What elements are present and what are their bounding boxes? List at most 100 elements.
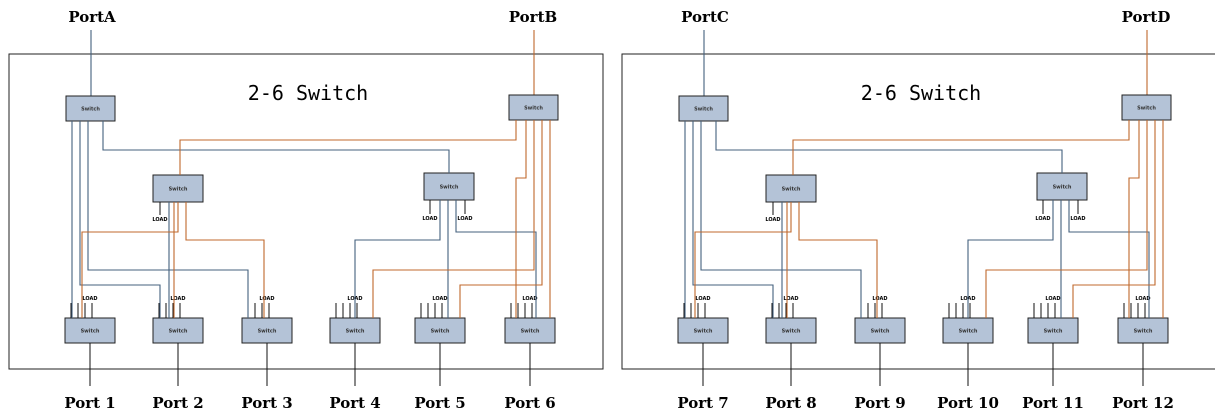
load-label-output-1: LOAD — [82, 296, 97, 302]
panel-frame — [8, 53, 604, 370]
output-switch-2: Switch — [765, 317, 817, 344]
load-label-output-6: LOAD — [522, 296, 537, 302]
wire-3 — [79, 121, 161, 318]
output-port-label-6: Port 6 — [504, 394, 555, 412]
switch-box — [64, 317, 116, 344]
wire-1 — [715, 121, 1063, 173]
input-switch-a: Switch — [65, 95, 116, 122]
switch-label: Switch — [694, 329, 713, 335]
switch-label: Switch — [431, 329, 450, 335]
wire-3 — [692, 121, 774, 318]
output-switch-5: Switch — [414, 317, 466, 344]
load-label-output-1: LOAD — [695, 296, 710, 302]
output-switch-2: Switch — [152, 317, 204, 344]
switch-label: Switch — [782, 187, 801, 193]
wire-6 — [967, 200, 1054, 318]
output-port-label-2: Port 2 — [152, 394, 203, 412]
output-switch-1: Switch — [64, 317, 116, 344]
wire-9 — [792, 120, 1130, 175]
wire-13 — [1128, 120, 1140, 318]
output-port-label-2: Port 8 — [765, 394, 816, 412]
switch-box — [765, 317, 817, 344]
output-switch-4: Switch — [329, 317, 381, 344]
output-switch-5: Switch — [1027, 317, 1079, 344]
wire-9 — [179, 120, 517, 175]
panel-title: 2-6 Switch — [248, 81, 368, 105]
panel-frame — [621, 53, 1215, 370]
switch-label: Switch — [871, 329, 890, 335]
wire-14 — [81, 202, 179, 318]
switch-box — [765, 174, 817, 203]
switch-label: Switch — [1053, 185, 1072, 191]
input-switch-b: Switch — [1121, 94, 1172, 121]
output-port-label-6: Port 12 — [1112, 394, 1174, 412]
switch-box — [329, 317, 381, 344]
wire-8 — [1068, 200, 1150, 318]
output-port-label-3: Port 9 — [854, 394, 905, 412]
load-label-middle-left: LOAD — [152, 217, 167, 223]
load-label-output-6: LOAD — [1135, 296, 1150, 302]
switch-label: Switch — [1044, 329, 1063, 335]
output-port-label-3: Port 3 — [241, 394, 292, 412]
wire-14 — [694, 202, 792, 318]
load-label-middle-right: LOAD — [1035, 216, 1050, 222]
load-label-middle-right-2: LOAD — [1070, 216, 1085, 222]
output-switch-6: Switch — [1117, 317, 1169, 344]
output-port-label-5: Port 5 — [414, 394, 465, 412]
middle-switch-right: Switch — [423, 172, 475, 201]
output-switch-3: Switch — [854, 317, 906, 344]
switch-label: Switch — [694, 107, 713, 113]
switch-box — [508, 94, 559, 121]
output-switch-3: Switch — [241, 317, 293, 344]
switch-box — [152, 174, 204, 203]
switch-box — [1027, 317, 1079, 344]
output-switch-6: Switch — [504, 317, 556, 344]
wire-15 — [798, 202, 878, 318]
wire-11 — [459, 120, 543, 318]
wire-8 — [455, 200, 537, 318]
switch-label: Switch — [169, 187, 188, 193]
load-label-output-2: LOAD — [783, 296, 798, 302]
input-port-a-label: PortC — [681, 8, 729, 26]
switch-label: Switch — [782, 329, 801, 335]
output-switch-1: Switch — [677, 317, 729, 344]
input-port-b-label: PortB — [509, 8, 557, 26]
switch-label: Switch — [169, 329, 188, 335]
load-label-output-2: LOAD — [170, 296, 185, 302]
switch-box — [1117, 317, 1169, 344]
switch-label: Switch — [524, 106, 543, 112]
switch-label: Switch — [959, 329, 978, 335]
input-switch-a: Switch — [678, 95, 729, 122]
wire-1 — [102, 121, 450, 173]
switch-label: Switch — [440, 185, 459, 191]
wire-13 — [515, 120, 527, 318]
middle-switch-left: Switch — [152, 174, 204, 203]
switch-label: Switch — [521, 329, 540, 335]
wire-12 — [985, 120, 1148, 318]
switch-label: Switch — [346, 329, 365, 335]
switch-box — [414, 317, 466, 344]
input-port-a-label: PortA — [68, 8, 116, 26]
output-port-label-1: Port 7 — [677, 394, 728, 412]
switch-box — [152, 317, 204, 344]
input-port-b-label: PortD — [1122, 8, 1171, 26]
output-port-label-1: Port 1 — [64, 394, 115, 412]
load-label-middle-left: LOAD — [765, 217, 780, 223]
switch-label: Switch — [1134, 329, 1153, 335]
input-switch-b: Switch — [508, 94, 559, 121]
output-port-label-5: Port 11 — [1022, 394, 1084, 412]
switch-box — [1121, 94, 1172, 121]
panel-title: 2-6 Switch — [861, 81, 981, 105]
load-label-output-3: LOAD — [259, 296, 274, 302]
output-port-label-4: Port 10 — [937, 394, 999, 412]
wire-12 — [372, 120, 535, 318]
output-switch-4: Switch — [942, 317, 994, 344]
middle-switch-left: Switch — [765, 174, 817, 203]
switch-label: Switch — [81, 107, 100, 113]
load-label-output-5: LOAD — [1045, 296, 1060, 302]
wire-15 — [185, 202, 265, 318]
load-label-output-3: LOAD — [872, 296, 887, 302]
